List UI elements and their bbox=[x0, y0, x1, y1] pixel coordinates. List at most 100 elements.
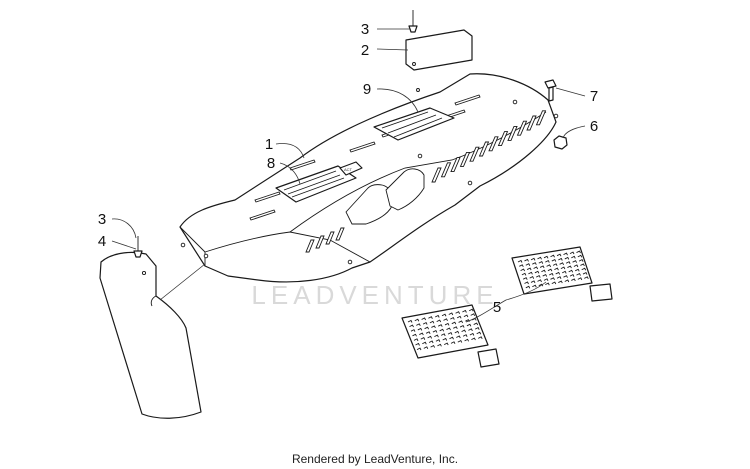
mount-hole bbox=[180, 242, 186, 248]
cleat-tooth bbox=[573, 264, 579, 268]
skid-plate-cutout-right bbox=[385, 168, 425, 211]
cleat-tooth bbox=[582, 271, 588, 275]
snow-flap-edge bbox=[150, 295, 157, 307]
cleat-tooth bbox=[567, 265, 572, 269]
cleat-tooth bbox=[459, 324, 465, 328]
cleat-tooth bbox=[423, 346, 429, 350]
callout-labels: 3 2 9 7 6 1 8 3 4 5 bbox=[98, 21, 598, 316]
cleat-tooth bbox=[414, 318, 420, 322]
long-slot bbox=[254, 191, 281, 203]
bolt bbox=[544, 79, 557, 102]
cleat-tooth bbox=[457, 339, 463, 343]
cooling-slot bbox=[488, 136, 499, 152]
cleat-tooth bbox=[419, 332, 424, 336]
cleat-tooth bbox=[468, 328, 473, 332]
callout-4: 4 bbox=[98, 233, 106, 250]
cleat-tooth bbox=[427, 335, 433, 339]
rivet-lower-head bbox=[133, 250, 143, 258]
long-slot bbox=[249, 209, 276, 221]
cleat-tooth bbox=[524, 258, 529, 262]
cleat-tooth bbox=[537, 256, 542, 260]
cleat-tooth bbox=[468, 308, 474, 312]
cooling-slot bbox=[431, 167, 442, 183]
mount-hole bbox=[512, 99, 518, 105]
cleat-tooth bbox=[471, 337, 476, 341]
cleat-tooth bbox=[571, 278, 576, 282]
cleat-tooth bbox=[437, 324, 443, 327]
rivet-lower bbox=[133, 236, 143, 258]
cleat-tooth bbox=[476, 331, 482, 335]
skid-plate-body bbox=[179, 73, 557, 283]
leader-6 bbox=[562, 125, 586, 139]
mount-hole bbox=[203, 253, 209, 259]
cleat-tooth bbox=[415, 342, 420, 346]
cleat-tooth bbox=[444, 322, 450, 326]
cleat-tooth bbox=[443, 342, 449, 346]
cooling-slot bbox=[497, 131, 509, 147]
cooling-slot bbox=[305, 239, 315, 253]
cleat-tooth bbox=[584, 276, 589, 280]
rivet-upper-head bbox=[408, 25, 418, 33]
cooling-slot bbox=[526, 115, 537, 131]
skid-plate-nose bbox=[179, 226, 206, 253]
rivet-upper bbox=[408, 10, 418, 33]
cleat-tooth bbox=[463, 314, 469, 318]
cleat-tooth bbox=[542, 273, 548, 277]
snow-flap-body bbox=[99, 251, 202, 419]
cleat-tooth bbox=[462, 334, 468, 337]
cleat-tooth bbox=[425, 331, 431, 335]
cleat-tooth bbox=[529, 276, 535, 279]
cleat-tooth bbox=[450, 341, 456, 345]
cleat-tooth bbox=[519, 264, 524, 268]
skid-plate-edge bbox=[204, 231, 371, 266]
cleat-tooth bbox=[534, 270, 540, 274]
bolt-shaft bbox=[548, 86, 554, 102]
cleat-tooth bbox=[559, 262, 565, 266]
leader-4 bbox=[111, 240, 137, 250]
cleat-tooth bbox=[545, 259, 550, 263]
cleat-tooth bbox=[456, 315, 462, 319]
warning-decal bbox=[275, 165, 357, 203]
mount-hole bbox=[467, 180, 473, 186]
info-decal bbox=[373, 107, 455, 141]
leader-1 bbox=[275, 143, 305, 159]
callout-6: 6 bbox=[590, 118, 598, 135]
nut-body bbox=[553, 135, 568, 150]
cleat-tooth bbox=[448, 312, 454, 316]
cover-plate-hole bbox=[416, 88, 420, 92]
cleat-tooth bbox=[556, 276, 562, 279]
cleat-tooth bbox=[550, 277, 555, 281]
cleat-tooth bbox=[434, 314, 440, 318]
cleat-tooth bbox=[474, 327, 480, 330]
bolt-head bbox=[544, 79, 557, 89]
cleat-tooth bbox=[532, 262, 537, 265]
cleat-tooth bbox=[538, 283, 544, 287]
cleat-tooth bbox=[428, 340, 434, 344]
cleat-tooth bbox=[450, 316, 455, 320]
cleat-tooth bbox=[464, 338, 470, 342]
callout-2: 2 bbox=[361, 42, 369, 59]
cleat-tooth bbox=[561, 270, 567, 274]
cleat-tooth bbox=[456, 335, 461, 339]
cleat-tooth bbox=[526, 267, 532, 271]
cleat-tooth bbox=[530, 280, 536, 284]
cleat-tooth bbox=[449, 336, 454, 340]
leader-5 bbox=[465, 281, 547, 323]
long-slot bbox=[454, 94, 481, 106]
cleat-tooth bbox=[455, 311, 461, 314]
cleat-tooth bbox=[407, 319, 413, 323]
cleat-tooth bbox=[525, 263, 531, 266]
cleat-tooth bbox=[442, 337, 448, 341]
leader-9 bbox=[376, 88, 419, 113]
cleat-tooth bbox=[409, 324, 414, 328]
cleat-tooth bbox=[443, 318, 448, 322]
cleat-tooth bbox=[453, 326, 458, 330]
cleat-tooth bbox=[547, 268, 553, 272]
cooling-slot bbox=[478, 141, 490, 157]
cooling-slot bbox=[325, 231, 335, 245]
cleat-tooth bbox=[517, 259, 523, 263]
cleat-tooth bbox=[554, 267, 559, 271]
watermark: LEADVENTURE bbox=[251, 208, 494, 310]
cleat-tooth bbox=[440, 333, 446, 337]
cleat-tooth bbox=[462, 309, 467, 313]
